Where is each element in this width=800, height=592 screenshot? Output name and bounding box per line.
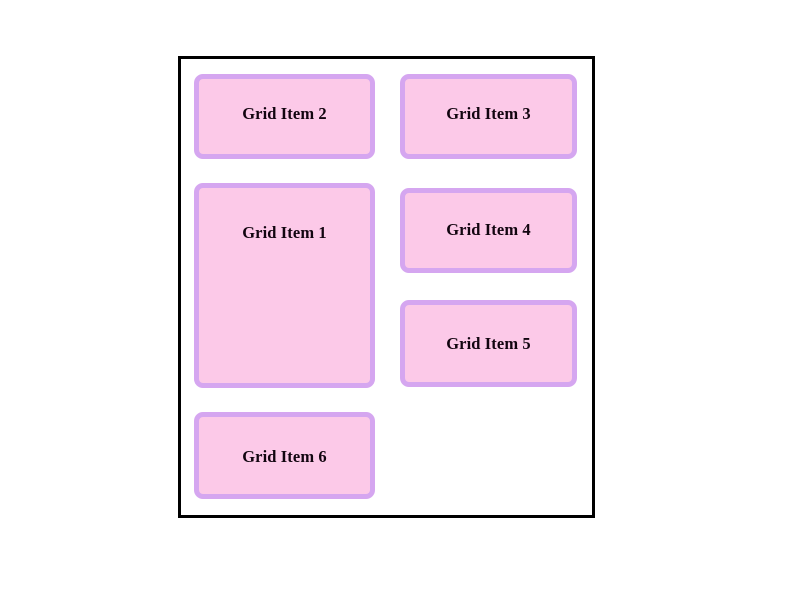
- grid-item-6[interactable]: Grid Item 6: [194, 412, 375, 499]
- grid-container: Grid Item 2 Grid Item 1 Grid Item 6 Grid…: [178, 56, 595, 518]
- grid-item-2-label: Grid Item 2: [242, 104, 327, 123]
- grid-item-4[interactable]: Grid Item 4: [400, 188, 577, 273]
- grid-item-2[interactable]: Grid Item 2: [194, 74, 375, 159]
- grid-item-1[interactable]: Grid Item 1: [194, 183, 375, 388]
- grid-item-3-label: Grid Item 3: [446, 104, 531, 123]
- grid-item-3[interactable]: Grid Item 3: [400, 74, 577, 159]
- grid-item-5-label: Grid Item 5: [446, 334, 531, 353]
- grid-item-6-label: Grid Item 6: [242, 447, 327, 466]
- grid-surface: Grid Item 2 Grid Item 1 Grid Item 6 Grid…: [181, 59, 592, 515]
- grid-item-4-label: Grid Item 4: [446, 220, 531, 239]
- grid-item-1-label: Grid Item 1: [242, 223, 327, 242]
- grid-item-5[interactable]: Grid Item 5: [400, 300, 577, 387]
